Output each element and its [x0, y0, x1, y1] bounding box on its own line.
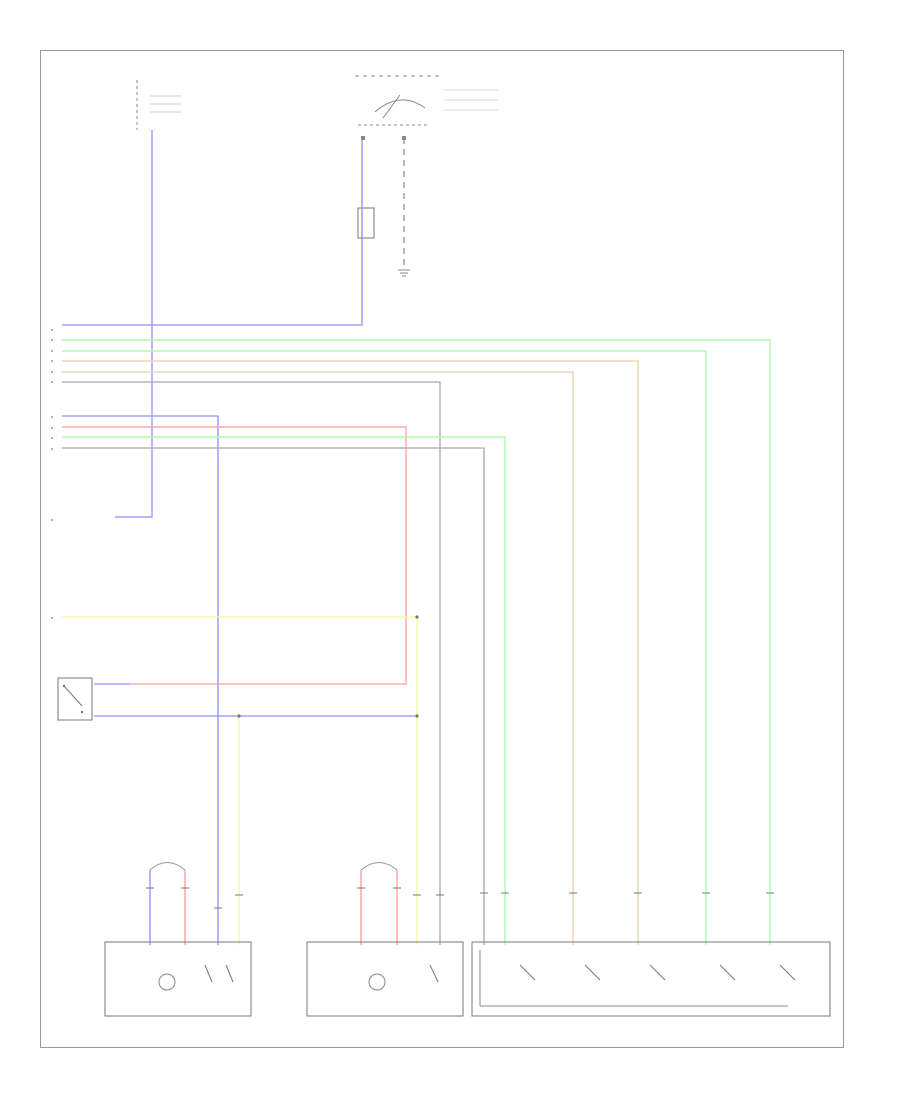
- mode-switch: [57, 677, 93, 721]
- passenger-loop: [360, 862, 398, 871]
- green-wire-row2: [62, 339, 771, 945]
- white-wire-row6: [62, 381, 441, 945]
- green-wire-row3: [62, 350, 707, 945]
- connector-ticks: [146, 887, 774, 909]
- harness-pins: [51, 329, 53, 619]
- mode-switch-box: [57, 677, 93, 721]
- range-switch-arc: [374, 99, 426, 113]
- control-unit: [471, 941, 831, 1017]
- gray-wire-lower: [62, 447, 485, 945]
- passenger-box: [306, 941, 464, 1017]
- tan-wire-row5: [62, 371, 574, 945]
- power-source-block: [136, 80, 181, 130]
- green-wire-lower: [62, 436, 506, 945]
- tcm-fuse-box: [357, 207, 375, 239]
- blue-wire-vertical: [115, 130, 153, 518]
- diagram-frame: [40, 50, 844, 1048]
- range-switch-block: [355, 75, 498, 277]
- driver-box: [104, 941, 252, 1017]
- tan-wire-row4: [62, 360, 639, 945]
- red-wire: [62, 426, 407, 685]
- blue-wire-lower: [62, 415, 219, 945]
- junction-dot: [237, 714, 241, 718]
- driver-motor-icon: [158, 973, 176, 991]
- junction-dot: [415, 714, 419, 718]
- passenger-motor-icon: [368, 973, 386, 991]
- passenger-component: [306, 941, 464, 1017]
- range-switch-contact: [382, 94, 401, 119]
- junction-dot: [415, 615, 419, 619]
- driver-loop: [149, 862, 186, 871]
- driver-component: [104, 941, 252, 1017]
- blue-wire-tcm: [62, 140, 363, 326]
- control-unit-box: [471, 941, 831, 1017]
